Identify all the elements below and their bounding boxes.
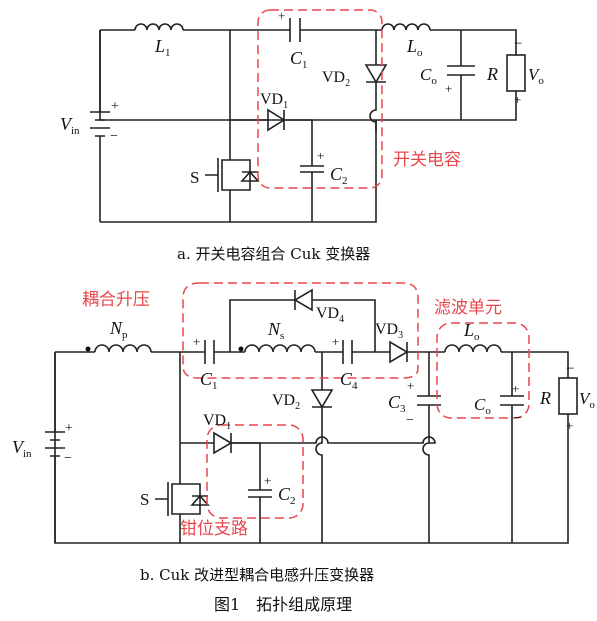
winding-ns	[244, 344, 316, 353]
label-c1-b: C1	[200, 369, 218, 392]
diode-vd2-a	[364, 64, 388, 84]
vin-b-minus: −	[64, 451, 72, 466]
vo-a-plus: +	[514, 92, 521, 107]
label-coupled-boost: 耦合升压	[82, 290, 150, 310]
inductor-l1	[134, 23, 184, 31]
label-filter-unit: 滤波单元	[434, 298, 502, 318]
inductor-lo-b	[444, 344, 502, 353]
inductor-lo-a	[381, 23, 431, 31]
diode-vd4-b	[293, 288, 313, 312]
label-ns: Ns	[267, 319, 284, 342]
c4-b-plus: +	[332, 334, 339, 349]
label-s-a: S	[190, 168, 199, 187]
label-lo-b: Lo	[463, 320, 480, 343]
diode-vd3-b	[389, 340, 409, 364]
label-r-a: R	[486, 64, 498, 84]
resistor-r-b	[558, 377, 578, 415]
label-co-a: Co	[420, 65, 437, 87]
label-c2-b: C2	[278, 484, 296, 507]
switch-s-a	[205, 152, 251, 198]
coupled-boost-region	[182, 282, 419, 379]
switched-cap-region	[257, 9, 383, 189]
vin-a-minus: −	[110, 129, 118, 144]
np-dot	[85, 346, 91, 352]
label-vd2-b: VD2	[272, 392, 300, 412]
vo-b-minus: −	[566, 361, 574, 377]
caption-a: a. 开关电容组合 Cuk 变换器	[177, 245, 370, 263]
ns-dot	[238, 346, 244, 352]
label-np: Np	[109, 318, 128, 341]
diagram-b	[45, 282, 578, 544]
label-s-b: S	[140, 490, 149, 509]
label-vd1-a: VD1	[260, 91, 288, 111]
c2-a-plus: +	[317, 148, 324, 163]
co-b-plus: +	[512, 381, 519, 396]
label-lo-a: Lo	[406, 36, 423, 59]
figure-title: 图1 拓扑组成原理	[214, 595, 352, 614]
c3-b-plus: +	[407, 378, 414, 393]
vin-b-plus: +	[65, 421, 73, 436]
co-b-minus: −	[514, 411, 522, 426]
label-switched-cap: 开关电容	[393, 150, 461, 170]
switch-s-b	[155, 477, 201, 522]
vo-b-plus: +	[566, 418, 573, 433]
co-a-plus: +	[445, 81, 452, 96]
diode-vd1-b	[213, 431, 233, 455]
label-vo-a: Vo	[528, 65, 544, 87]
label-vd1-b: VD1	[203, 412, 231, 432]
c3-b-minus: −	[406, 413, 414, 428]
label-vd3-b: VD3	[375, 321, 403, 341]
caption-b: b. Cuk 改进型耦合电感升压变换器	[140, 566, 374, 584]
label-vin-b: Vin	[12, 437, 32, 460]
label-r-b: R	[539, 388, 551, 408]
vo-a-minus: −	[514, 36, 522, 52]
c1-b-plus: +	[193, 334, 200, 349]
label-vin-a: Vin	[60, 114, 80, 137]
label-c1-a: C1	[290, 48, 308, 71]
filter-region	[436, 322, 530, 419]
label-vd2-a: VD2	[322, 69, 350, 89]
resistor-r-a	[506, 54, 526, 92]
diode-vd2-b	[310, 389, 334, 409]
label-co-b: Co	[474, 395, 491, 417]
label-c4-b: C4	[340, 369, 358, 392]
label-l1-a: L1	[154, 36, 171, 59]
label-clamp-branch: 钳位支路	[180, 519, 248, 539]
diagram-a	[90, 9, 526, 223]
label-c2-a: C2	[330, 164, 348, 187]
vin-a-plus: +	[111, 99, 119, 114]
clamp-region	[206, 424, 304, 519]
c2-b-plus: +	[264, 473, 271, 488]
winding-np	[94, 344, 152, 353]
label-vo-b: Vo	[579, 389, 595, 411]
label-c3-b: C3	[388, 392, 406, 415]
c1-a-plus: +	[278, 8, 285, 23]
label-vd4-b: VD4	[316, 305, 344, 325]
